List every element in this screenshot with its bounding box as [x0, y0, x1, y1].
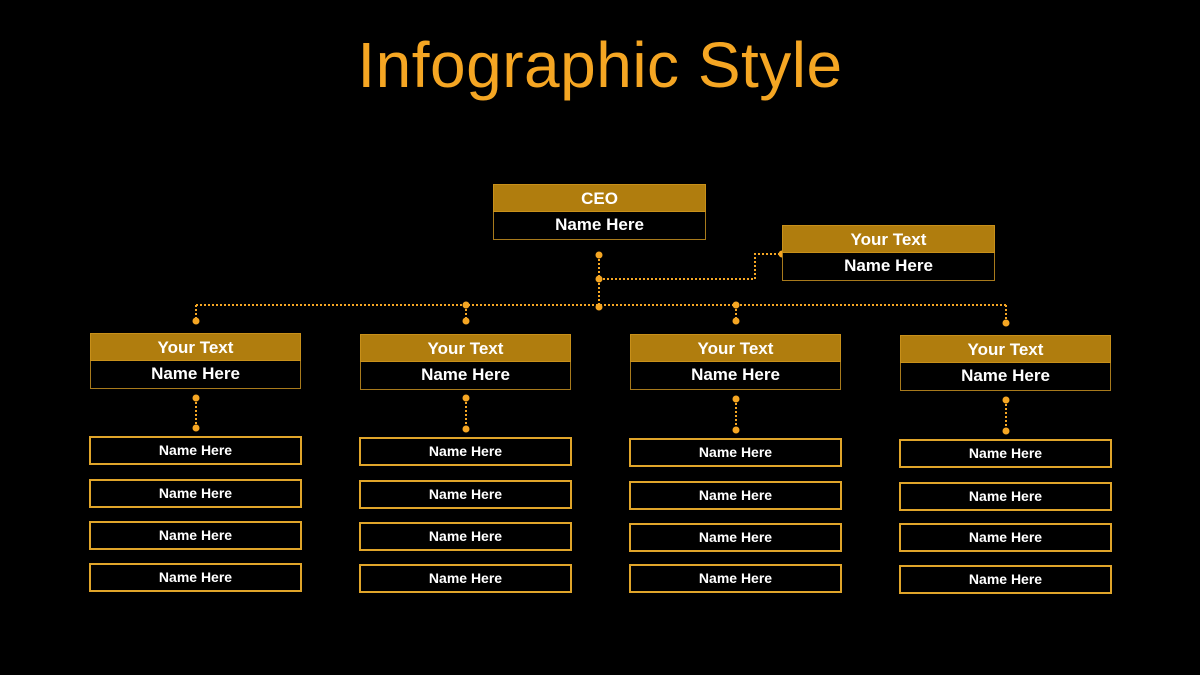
department-role: Your Text: [360, 334, 571, 362]
assistant-card: Your Text Name Here: [782, 225, 995, 281]
ceo-role: CEO: [493, 184, 706, 212]
member-box: Name Here: [359, 437, 572, 466]
page-title: Infographic Style: [357, 29, 843, 101]
ceo-name: Name Here: [493, 212, 706, 240]
member-box: Name Here: [629, 481, 842, 510]
member-box: Name Here: [629, 564, 842, 593]
department-name: Name Here: [90, 361, 301, 389]
ceo-card: CEO Name Here: [493, 184, 706, 240]
member-box: Name Here: [89, 563, 302, 592]
department-role: Your Text: [900, 335, 1111, 363]
member-box: Name Here: [899, 523, 1112, 552]
member-box: Name Here: [89, 436, 302, 465]
member-box: Name Here: [359, 480, 572, 509]
member-box: Name Here: [629, 523, 842, 552]
assistant-role: Your Text: [782, 225, 995, 253]
member-box: Name Here: [899, 482, 1112, 511]
department-name: Name Here: [630, 362, 841, 390]
member-box: Name Here: [629, 438, 842, 467]
department-name: Name Here: [900, 363, 1111, 391]
department-card-1: Your Text Name Here: [90, 333, 301, 389]
department-name: Name Here: [360, 362, 571, 390]
member-box: Name Here: [359, 564, 572, 593]
department-card-4: Your Text Name Here: [900, 335, 1111, 391]
member-box: Name Here: [359, 522, 572, 551]
member-box: Name Here: [89, 521, 302, 550]
member-box: Name Here: [89, 479, 302, 508]
member-box: Name Here: [899, 565, 1112, 594]
department-card-3: Your Text Name Here: [630, 334, 841, 390]
member-box: Name Here: [899, 439, 1112, 468]
department-card-2: Your Text Name Here: [360, 334, 571, 390]
department-role: Your Text: [90, 333, 301, 361]
assistant-name: Name Here: [782, 253, 995, 281]
department-role: Your Text: [630, 334, 841, 362]
